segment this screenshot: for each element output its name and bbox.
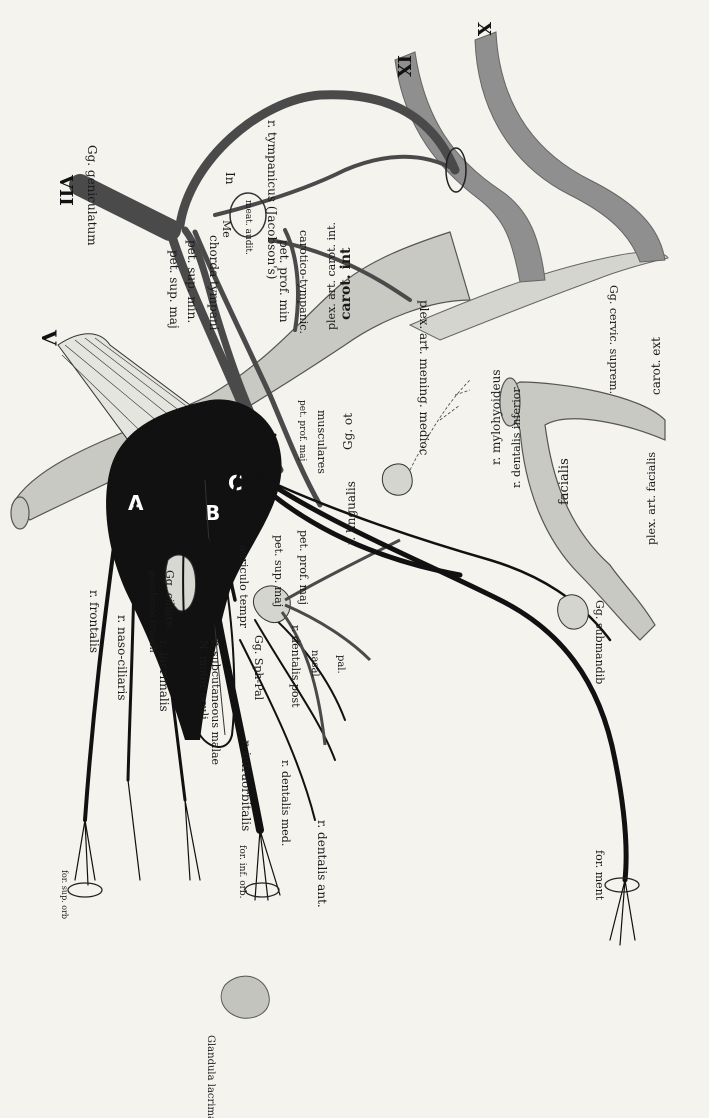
label-r-mylohyoideus: r. mylohyoideus [489,369,503,465]
label-facialis: facialis [557,458,572,505]
label-meat-audit: meat. audit. [243,200,253,255]
label-gg-ot: Gg. ot [341,413,355,450]
label-pet-prof-maj-lower: pet. prof. maj [297,530,310,605]
label-me: Me [220,220,233,238]
label-glandula-lacrimalis: Glandula lacrimalis [205,1035,216,1118]
label-musculares: musculares [315,410,328,474]
label-for-sup-orb: for. sup. orb [60,870,69,919]
label-pet-sup-maj: pet. sup. maj [167,250,181,329]
label-ganglionic-branch: ganglionic branch [147,570,157,653]
label-for-ment: for. ment [593,850,606,901]
label-in: In [223,172,237,185]
label-carot-int: carot. int [338,247,354,320]
label-gg-geniculatum: Gg. geniculatum [85,145,99,246]
label-r-naso-ciliaris: r. naso-ciliaris [115,615,129,701]
label-carot-ext: carot. ext [649,337,663,395]
supraorbital-foramen-ring [68,883,102,897]
label-gg-submandib: Gg. submandib [593,600,606,684]
otic-ganglion [382,464,412,495]
label-plex-art-carot-int: plex. art. carot. int. [325,222,338,330]
label-n-motor-oculi: N. motor oculi [197,640,210,720]
label-chorda-tympani: chorda tympani [207,235,221,331]
lacrimal-gland [221,976,269,1018]
mental-branches [610,880,635,945]
numeral-vii: VII [55,174,76,206]
label-carotico-tympanic: carotico-tympanic. [297,230,310,334]
label-auriculo-tempr: auriculo tempr [237,545,250,629]
submandibular-ganglion [558,595,589,629]
numeral-v: V [37,329,61,346]
label-r-tympanicus: r. tympanicus (Jacobson's) [265,120,279,279]
label-plex-art-facialis: plex. art. facialis [645,452,658,545]
internal-carotid-cut-end [11,497,29,529]
infraorbital-foramen-ring [245,883,279,897]
label-r-dentalis-post: r. dentalis post [289,625,302,708]
label-pet-prof-maj-upper: pet. prof. maj [297,400,307,461]
label-r-dentalis-med: r. dentalis med. [279,760,292,846]
frontal-nerve [85,500,120,820]
label-for-inf-orb: for. inf. orb. [237,845,247,899]
label-r-frontalis: r. frontalis [87,590,101,653]
label-gg-cervic-suprem: Gg. cervic. suprem. [607,285,620,394]
label-nasal: nasal [309,650,320,677]
frontal-branches [75,780,200,885]
label-pet-sup-min: pet. sup. min. [185,240,199,323]
infraorbital-branches [255,830,280,900]
label-plex-art-mening-medioc: plex. art. mening. medioc [417,300,431,456]
label-r-lacrimalis: r. lacrimalis [157,640,171,712]
label-gg-ciliare: Gg. ciliare. [163,570,176,631]
label-r-dentalis-ant: r. dentalis ant. [315,820,329,908]
chorda-tympani [180,95,455,225]
label-r-subcutaneous-malae: r. subcutaneous malae [209,640,222,765]
numeral-x: X [473,22,494,36]
label-gg-sph-pal: Gg. Sph-Pal [252,635,265,701]
label-r-lingualis: r. lingualis [344,481,358,545]
label-pet-prof-min: pet. prof. min [277,240,291,323]
numeral-ix: IX [393,55,414,77]
label-pet-sup-maj-lower: pet. sup. maj [272,535,285,607]
label-r-infraorbitalis: r. infraorbitalis [239,740,253,831]
label-r-dentalis-inferior: r. dentalis inferior [510,387,523,488]
label-pal: pal. [335,655,346,674]
